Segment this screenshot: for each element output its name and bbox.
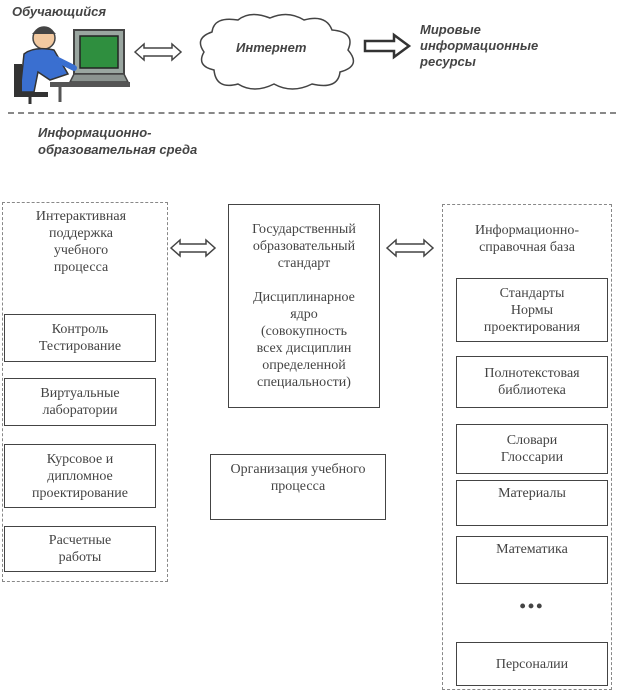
left-item-calc-works: Расчетные работы xyxy=(4,526,156,572)
left-item-coursework: Курсовое и дипломное проектирование xyxy=(4,444,156,508)
standard-box: Государственный образовательный стандарт… xyxy=(228,204,380,408)
environment-label: Информационно- образовательная среда xyxy=(38,125,198,157)
left-item-virtual-labs: Виртуальные лаборатории xyxy=(4,378,156,426)
double-arrow-center-right xyxy=(385,238,435,258)
left-dashed-container xyxy=(2,202,168,582)
right-item-math: Математика xyxy=(456,536,608,584)
left-column-title: Интерактивная поддержка учебного процесс… xyxy=(35,209,127,275)
left-item-control: Контроль Тестирование xyxy=(4,314,156,362)
arrow-to-world-resources xyxy=(363,32,412,60)
separator-line xyxy=(8,112,616,114)
organization-box: Организация учебного процесса xyxy=(210,454,386,520)
right-item-library: Полнотекстовая библиотека xyxy=(456,356,608,408)
internet-label: Интернет xyxy=(236,40,307,55)
world-resources-label: Мировые информационные ресурсы xyxy=(420,22,539,69)
right-item-persons: Персоналии xyxy=(456,642,608,686)
right-ellipsis: ••• xyxy=(519,596,545,616)
learner-label: Обучающийся xyxy=(12,4,107,19)
right-item-materials: Материалы xyxy=(456,480,608,526)
right-column-title: Информационно- справочная база xyxy=(474,223,580,255)
learner-computer-icon xyxy=(10,16,130,104)
right-item-standards: Стандарты Нормы проектирования xyxy=(456,278,608,342)
double-arrow-left-center xyxy=(169,238,217,258)
double-arrow-learner-internet xyxy=(133,42,183,62)
internet-cloud-shape xyxy=(199,13,355,90)
right-item-dictionaries: Словари Глоссарии xyxy=(456,424,608,474)
right-dashed-container xyxy=(442,204,612,690)
